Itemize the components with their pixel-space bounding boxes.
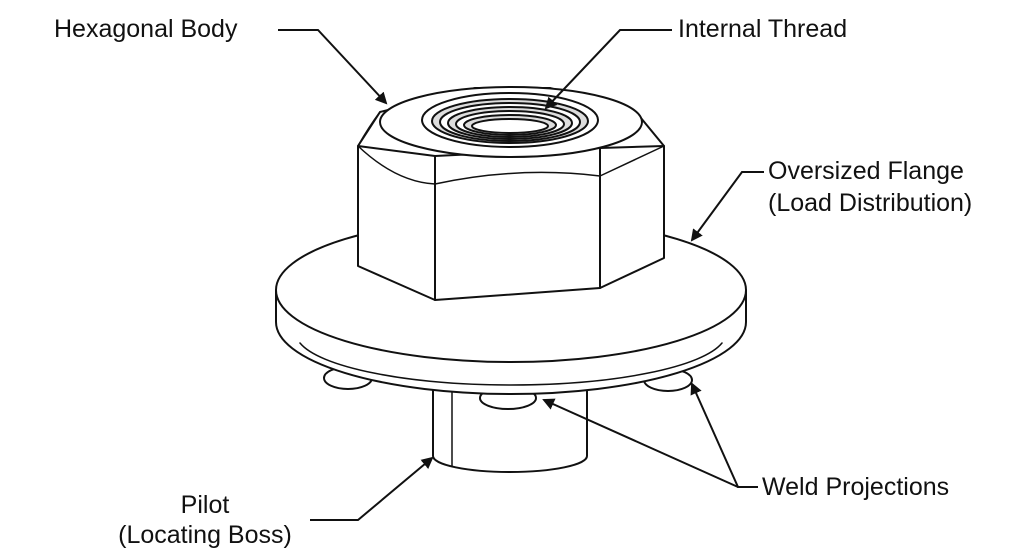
label-weld-projections: Weld Projections	[762, 473, 950, 501]
leader-weld-center	[542, 398, 739, 488]
label-flange-line2: (Load Distribution)	[768, 189, 973, 217]
leader-pilot	[310, 456, 434, 521]
label-internal-thread: Internal Thread	[678, 15, 848, 43]
label-pilot-line2: (Locating Boss)	[118, 521, 292, 549]
leader-internal-thread	[544, 29, 672, 110]
internal-thread	[379, 86, 643, 158]
leader-hex-body	[278, 29, 388, 105]
label-hexagonal-body: Hexagonal Body	[54, 15, 238, 43]
label-flange-line1: Oversized Flange	[768, 157, 964, 185]
leader-flange	[690, 171, 764, 242]
leader-lines	[278, 29, 764, 521]
label-pilot-line1: Pilot	[180, 491, 230, 519]
